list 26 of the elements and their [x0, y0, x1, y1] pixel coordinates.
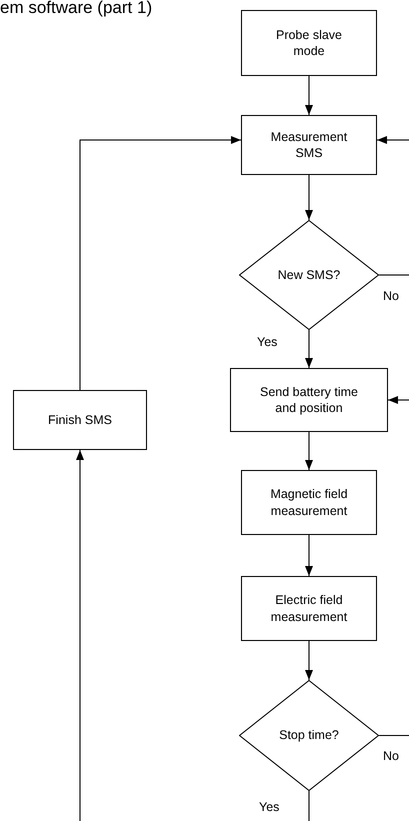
arrow [305, 534, 313, 576]
process-box: Measurement SMS [241, 115, 377, 175]
decision-diamond: New SMS? [239, 220, 379, 330]
arrow [305, 640, 313, 680]
arrow [376, 136, 409, 144]
arrow [305, 174, 313, 220]
process-box: Probe slave mode [241, 10, 377, 76]
process-box: Send battery time and position [230, 368, 388, 432]
diagram-title: em software (part 1) [0, 0, 152, 18]
arrow [305, 76, 313, 116]
connector-line [378, 274, 409, 276]
edge-label: Yes [256, 335, 278, 349]
process-box: Electric field measurement [241, 576, 377, 641]
process-box: Magnetic field measurement [241, 470, 377, 535]
edge-label: No [382, 749, 400, 763]
arrow [305, 330, 313, 368]
process-box: Finish SMS [13, 390, 147, 450]
decision-diamond: Stop time? [239, 680, 379, 791]
arrow [80, 136, 242, 390]
edge-label: Yes [258, 800, 280, 814]
arrow [305, 432, 313, 470]
connector-line [308, 790, 310, 821]
edge-label: No [382, 289, 400, 303]
arrow [76, 450, 84, 821]
arrow [388, 396, 409, 404]
connector-line [378, 735, 409, 736]
